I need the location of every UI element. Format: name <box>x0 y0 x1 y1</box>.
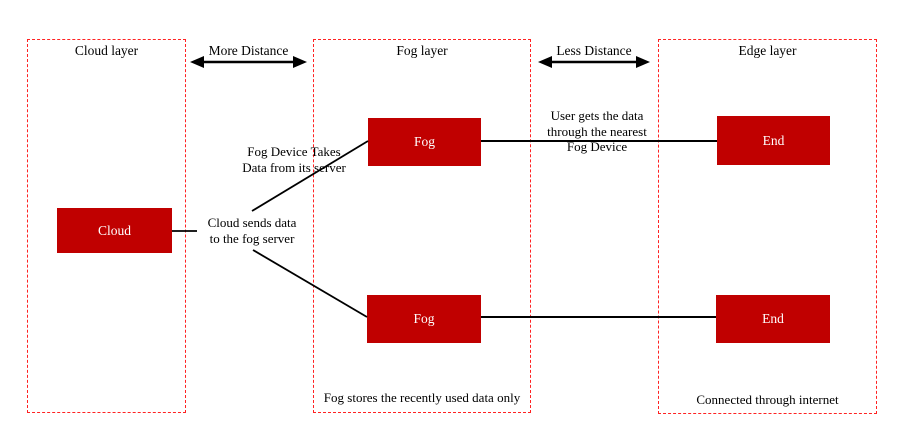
fog-layer-title: Fog layer <box>396 43 448 58</box>
edge-layer-footnote: Connected through internet <box>696 392 839 407</box>
end-node-top: End <box>717 116 830 165</box>
edge-layer-title: Edge layer <box>738 43 797 58</box>
fog-layer-footnote: Fog stores the recently used data only <box>323 390 521 405</box>
cloud-layer-box: Cloud layer <box>27 39 186 413</box>
annotation-user-gets-line3: Fog Device <box>566 139 628 154</box>
annotation-fog-takes-line2: Data from its server <box>242 159 346 175</box>
end-node-bottom: End <box>716 295 830 343</box>
annotation-user-gets-line1: User gets the data <box>550 108 644 123</box>
fog-node-top: Fog <box>368 118 481 166</box>
cloud-node: Cloud <box>57 208 172 253</box>
annotation-cloud-sends-line1: Cloud sends data <box>207 215 297 230</box>
more-distance-label: More Distance <box>208 43 289 58</box>
annotation-cloud-sends-line2: to the fog server <box>209 230 295 246</box>
annotation-fog-takes: Fog Device Takes Data from its server <box>233 144 355 175</box>
annotation-fog-takes-line1: Fog Device Takes <box>247 144 341 159</box>
fog-layer-box: Fog layer <box>313 39 531 413</box>
less-distance-label: Less Distance <box>556 43 632 58</box>
annotation-cloud-sends: Cloud sends data to the fog server <box>193 215 311 246</box>
annotation-user-gets-line2: through the nearest <box>547 123 647 139</box>
fog-node-bottom: Fog <box>367 295 481 343</box>
cloud-layer-title: Cloud layer <box>74 43 139 58</box>
annotation-user-gets: User gets the data through the nearest F… <box>536 108 658 155</box>
edge-layer-box: Edge layer <box>658 39 877 414</box>
